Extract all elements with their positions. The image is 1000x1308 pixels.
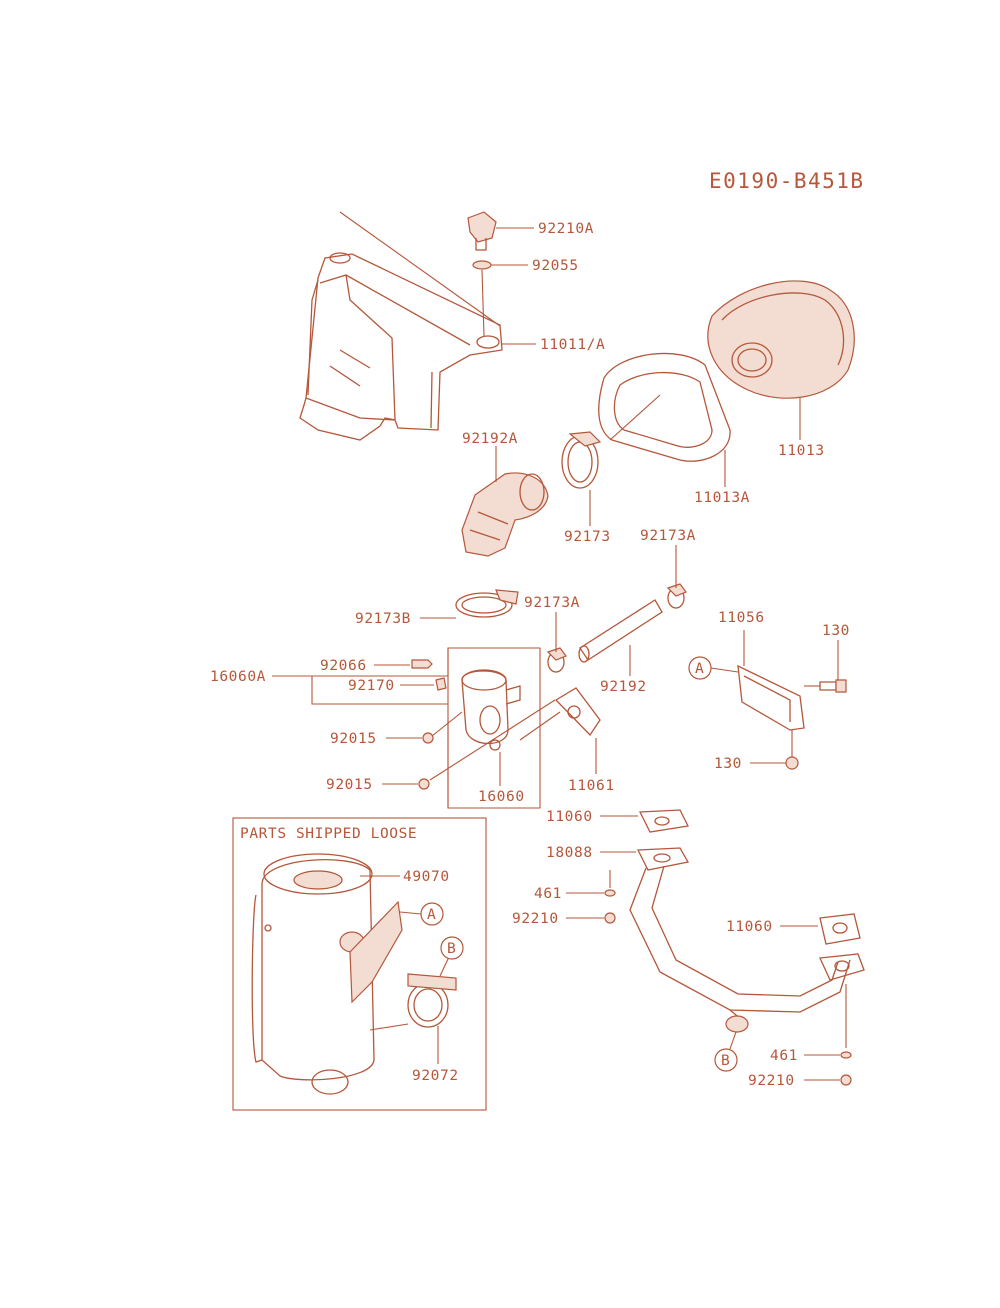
- label-92015-a[interactable]: 92015: [330, 731, 377, 747]
- label-461-b[interactable]: 461: [770, 1048, 798, 1064]
- leader-gasket-axis: [519, 711, 561, 741]
- muffler-bracket-part[interactable]: [737, 664, 805, 731]
- label-92173A-top[interactable]: 92173A: [640, 528, 696, 544]
- washer-461-a-part[interactable]: [604, 889, 616, 897]
- leader-clamp-axis: [369, 1023, 409, 1031]
- nut-92015-a-part[interactable]: [422, 732, 434, 744]
- label-92055[interactable]: 92055: [532, 258, 579, 274]
- label-49070[interactable]: 49070: [403, 869, 450, 885]
- label-130-bot[interactable]: 130: [714, 756, 742, 772]
- box-title: PARTS SHIPPED LOOSE: [240, 826, 417, 842]
- washer-part[interactable]: [472, 260, 492, 270]
- label-92173-top[interactable]: 92173: [564, 529, 611, 545]
- breather-hose-part[interactable]: [578, 599, 663, 663]
- leader-ref-b-pipe: [729, 1031, 737, 1050]
- ref-a-muffler: A: [427, 907, 436, 923]
- air-filter-element-part[interactable]: [707, 280, 855, 399]
- diagram-code: E0190-B451B: [709, 169, 865, 193]
- clip-92170-part[interactable]: [435, 677, 447, 691]
- ref-b-pipe: B: [721, 1053, 730, 1069]
- hose-clamp-top-part[interactable]: [561, 431, 602, 489]
- label-11061[interactable]: 11061: [568, 778, 615, 794]
- label-11013[interactable]: 11013: [778, 443, 825, 459]
- label-92173B[interactable]: 92173B: [355, 611, 411, 627]
- pre-cleaner-part[interactable]: [598, 352, 731, 462]
- label-92210-b[interactable]: 92210: [748, 1073, 795, 1089]
- gasket-11061-part[interactable]: [554, 687, 601, 737]
- gasket-11060-a-part[interactable]: [638, 809, 689, 833]
- label-92210-a[interactable]: 92210: [512, 911, 559, 927]
- ref-circle-b-pipe: [714, 1048, 738, 1072]
- leader-ref-a-bracket: [710, 667, 739, 673]
- label-92066[interactable]: 92066: [320, 658, 367, 674]
- gasket-11060-b-part[interactable]: [819, 913, 861, 945]
- label-130-top[interactable]: 130: [822, 623, 850, 639]
- label-92210A[interactable]: 92210A: [538, 221, 594, 237]
- leader-cover-top: [339, 211, 501, 327]
- label-11011A[interactable]: 11011/A: [540, 337, 605, 353]
- nut-92210-a-part[interactable]: [604, 912, 616, 924]
- leader-92015-a-axis: [431, 711, 463, 737]
- label-11060-a[interactable]: 11060: [546, 809, 593, 825]
- clamp-92173A-top-part[interactable]: [666, 583, 687, 609]
- parts-shipped-loose-box: [232, 817, 487, 1111]
- exhaust-clamp-part[interactable]: [407, 973, 457, 1028]
- label-16060A[interactable]: 16060A: [210, 669, 266, 685]
- label-11060-b[interactable]: 11060: [726, 919, 773, 935]
- nut-92210-b-part[interactable]: [840, 1074, 852, 1086]
- leader-ref-b-clamp: [439, 958, 449, 977]
- bolt-130-top-part[interactable]: [819, 679, 847, 693]
- label-92170[interactable]: 92170: [348, 678, 395, 694]
- label-18088[interactable]: 18088: [546, 845, 593, 861]
- label-11056[interactable]: 11056: [718, 610, 765, 626]
- intake-body-part[interactable]: [461, 669, 521, 751]
- ref-circle-b-clamp: [440, 936, 464, 960]
- wing-nut-part[interactable]: [467, 211, 497, 251]
- label-11013A[interactable]: 11013A: [694, 490, 750, 506]
- label-92015-b[interactable]: 92015: [326, 777, 373, 793]
- label-92173A-mid[interactable]: 92173A: [524, 595, 580, 611]
- leader-92015-b-axis: [429, 699, 556, 781]
- nut-92015-b-part[interactable]: [418, 778, 430, 790]
- leader-ref-a-muffler: [399, 911, 422, 915]
- label-16060[interactable]: 16060: [478, 789, 525, 805]
- air-cleaner-cover-part[interactable]: [299, 252, 503, 441]
- leader-precleaner-axis: [609, 394, 661, 441]
- leader-16060A-lower: [311, 676, 448, 705]
- ref-b-clamp: B: [447, 941, 456, 957]
- leader-washer-axis: [481, 269, 485, 337]
- fitting-92066-part[interactable]: [411, 659, 433, 669]
- label-92192[interactable]: 92192: [600, 679, 647, 695]
- exhaust-pipe-part[interactable]: [629, 847, 865, 1033]
- intake-elbow-part[interactable]: [461, 472, 549, 557]
- label-92192A[interactable]: 92192A: [462, 431, 518, 447]
- muffler-part[interactable]: [251, 853, 403, 1095]
- clamp-92173B-part[interactable]: [455, 589, 519, 618]
- bolt-130-bottom-part[interactable]: [785, 756, 799, 770]
- label-92072[interactable]: 92072: [412, 1068, 459, 1084]
- clamp-92173A-mid-part[interactable]: [546, 647, 567, 673]
- label-461-a[interactable]: 461: [534, 886, 562, 902]
- washer-461-b-part[interactable]: [840, 1051, 852, 1059]
- ref-a-bracket: A: [695, 661, 704, 677]
